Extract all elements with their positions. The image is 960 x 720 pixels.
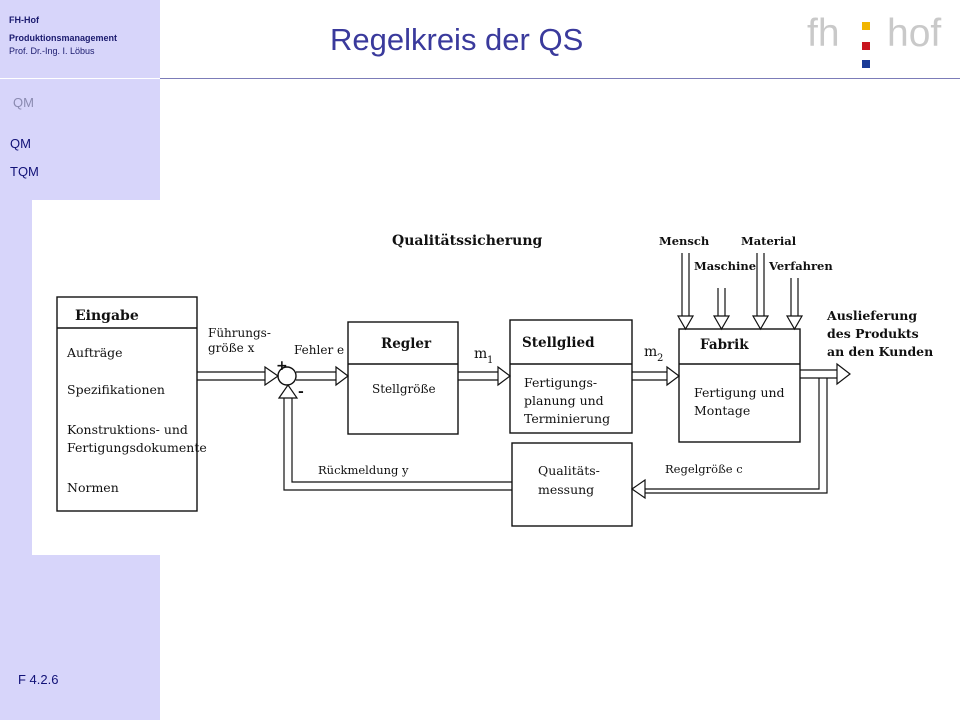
eingabe-item: Normen: [67, 480, 119, 495]
stellglied-body: Fertigungs-: [524, 375, 597, 390]
minus-sign: -: [298, 384, 304, 400]
qualitaetsmessung-box: [511, 442, 633, 527]
output-label: Auslieferung: [826, 308, 917, 323]
qualitaetsmessung-label: messung: [538, 482, 594, 497]
arrow-verfahren: [785, 278, 804, 331]
eingabe-title: Eingabe: [75, 308, 139, 324]
sidebar-divider: [0, 78, 160, 79]
slide-number: F 4.2.6: [18, 672, 59, 687]
eingabe-item: Konstruktions- und: [67, 422, 188, 437]
arrow-maschine: [712, 288, 731, 331]
m1-subscript: 1: [487, 355, 493, 366]
arrow-to-qualitaetsmessung: [630, 478, 828, 500]
author-name: Prof. Dr.-Ing. I. Löbus: [9, 46, 95, 56]
feedback-line-regelgroesse: [645, 378, 828, 490]
output-label: des Produkts: [827, 326, 919, 341]
fabrik-body: Montage: [694, 403, 750, 418]
arrow-rueckmeldung-to-junction: [277, 383, 512, 491]
input-maschine: Maschine: [694, 259, 756, 273]
fabrik-title: Fabrik: [700, 337, 749, 353]
arrow-junction-to-regler: [296, 365, 349, 387]
rueckmeldung-label: Rückmeldung y: [318, 463, 409, 477]
diagram-background: [32, 200, 652, 555]
stellglied-body: Terminierung: [524, 411, 610, 426]
plus-sign: +: [276, 358, 288, 374]
eingabe-item: Spezifikationen: [67, 382, 165, 397]
logo-text-hof: hof: [887, 12, 942, 55]
output-label: an den Kunden: [827, 344, 933, 359]
arrow-regler-to-stellglied: [458, 365, 511, 387]
nav-item-tqm[interactable]: TQM: [10, 164, 39, 179]
fuehrungsgroesse-label: größe x: [208, 341, 255, 355]
arrow-stellglied-to-fabrik: [632, 365, 680, 387]
page-title: Regelkreis der QS: [330, 22, 584, 57]
regler-body: Stellgröße: [372, 382, 436, 396]
header-divider: [160, 78, 960, 79]
eingabe-item: Fertigungsdokumente: [67, 440, 207, 455]
eingabe-item: Aufträge: [66, 345, 123, 360]
logo-blue-square: [862, 60, 870, 68]
stellglied-title: Stellglied: [522, 335, 595, 351]
section-label: QM: [13, 95, 34, 110]
arrow-eingabe-to-junction: [197, 365, 280, 387]
arrow-material: [751, 253, 770, 331]
fuehrungsgroesse-label: Führungs-: [208, 326, 271, 340]
logo-red-square: [862, 42, 870, 50]
logo-text-fh: fh: [807, 12, 840, 55]
m1-label: m: [474, 346, 487, 362]
input-verfahren: Verfahren: [768, 259, 833, 273]
input-material: Material: [741, 234, 797, 248]
regelgroesse-label: Regelgröße c: [665, 462, 743, 476]
logo-yellow-square: [862, 22, 870, 30]
org-name: FH-Hof: [9, 15, 39, 25]
nav-item-qm[interactable]: QM: [10, 136, 31, 151]
arrow-fabrik-output: [800, 362, 851, 386]
fehler-label: Fehler e: [294, 343, 344, 357]
fh-hof-logo: fh hof: [805, 12, 950, 72]
regler-title: Regler: [381, 336, 432, 352]
m2-subscript: 2: [657, 353, 663, 364]
input-mensch: Mensch: [659, 234, 710, 248]
arrow-mensch: [676, 253, 695, 331]
program-name: Produktionsmanagement: [9, 33, 118, 43]
eingabe-box: [56, 296, 198, 512]
fabrik-box: [678, 328, 801, 443]
fabrik-body: Fertigung und: [694, 385, 785, 400]
m2-label: m: [644, 344, 657, 360]
diagram-heading: Qualitätssicherung: [392, 233, 543, 249]
regler-box: [347, 321, 459, 435]
qualitaetsmessung-label: Qualitäts-: [538, 463, 600, 478]
stellglied-body: planung und: [524, 393, 604, 408]
